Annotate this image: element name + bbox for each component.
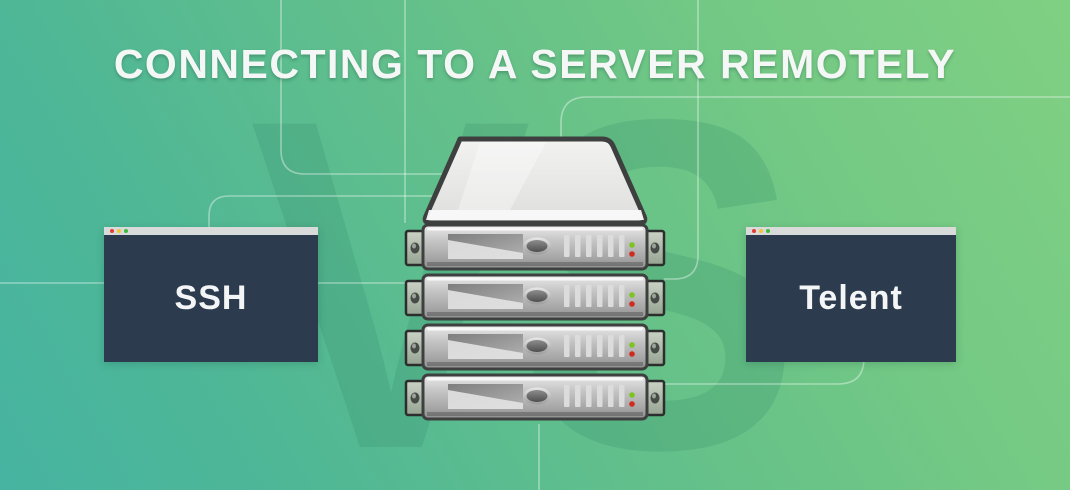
telnet-terminal-window: Telent (746, 227, 956, 362)
window-body: Telent (746, 235, 956, 362)
minimize-dot-icon (759, 229, 763, 233)
maximize-dot-icon (766, 229, 770, 233)
telnet-label: Telent (799, 279, 903, 317)
server-stack-illustration (404, 136, 666, 421)
minimize-dot-icon (117, 229, 121, 233)
server-unit (421, 223, 649, 271)
server-rack-ears (404, 229, 666, 417)
close-dot-icon (110, 229, 114, 233)
page-title: CONNECTING TO A SERVER REMOTELY (113, 41, 957, 87)
server-unit (421, 373, 649, 421)
window-titlebar (104, 227, 318, 235)
window-body: SSH (104, 235, 318, 362)
led-red (629, 251, 635, 257)
window-titlebar (746, 227, 956, 235)
led-green (629, 242, 635, 248)
ssh-terminal-window: SSH (104, 227, 318, 362)
close-dot-icon (752, 229, 756, 233)
ssh-label: SSH (174, 279, 248, 317)
maximize-dot-icon (124, 229, 128, 233)
server-unit (421, 273, 649, 321)
server-unit (421, 323, 649, 371)
server-lid (422, 136, 648, 226)
